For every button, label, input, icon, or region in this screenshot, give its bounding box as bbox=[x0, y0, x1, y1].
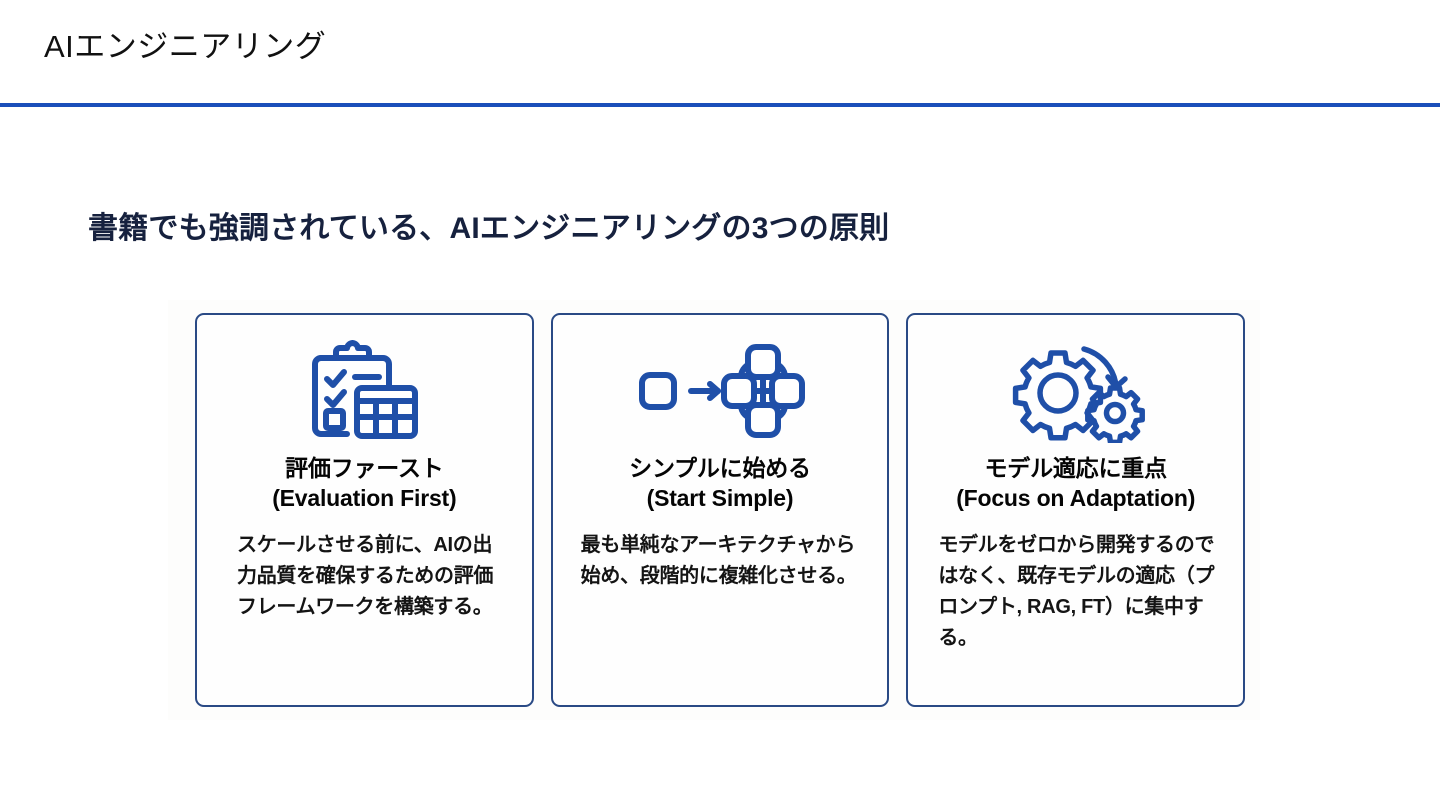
card-title-jp: シンプルに始める bbox=[629, 455, 811, 481]
card-title-jp: 評価ファースト bbox=[285, 455, 444, 481]
card-title-en: (Start Simple) bbox=[646, 485, 794, 512]
clipboard-checklist-table-icon bbox=[305, 335, 423, 447]
card-title-jp: モデル適応に重点 bbox=[984, 455, 1167, 481]
card-body-text: スケールさせる前に、AIの出力品質を確保するための評価フレームワークを構築する。 bbox=[237, 533, 494, 618]
slide-header: AIエンジニアリング bbox=[0, 0, 1440, 106]
square-to-network-icon bbox=[634, 335, 806, 447]
card-body-text: 最も単純なアーキテクチャから始め、段階的に複雑化させる。 bbox=[580, 533, 857, 587]
principle-card-start-simple[interactable]: シンプルに始める (Start Simple) 最も単純なアーキテクチャから始め… bbox=[550, 313, 890, 707]
card-title-en: (Evaluation First) bbox=[272, 485, 457, 512]
page-title: AIエンジニアリング bbox=[44, 29, 327, 64]
header-divider-rule bbox=[0, 103, 1440, 107]
principles-card-row: 評価ファースト (Evaluation First) スケールさせる前に、AIの… bbox=[195, 313, 1246, 707]
principle-card-evaluation-first[interactable]: 評価ファースト (Evaluation First) スケールさせる前に、AIの… bbox=[195, 313, 534, 707]
gears-adaptation-icon bbox=[1006, 335, 1146, 447]
card-title: モデル適応に重点 (Focus on Adaptation) bbox=[956, 453, 1195, 514]
principle-card-focus-on-adaptation[interactable]: モデル適応に重点 (Focus on Adaptation) モデルをゼロから開… bbox=[906, 313, 1246, 707]
card-title-en: (Focus on Adaptation) bbox=[956, 485, 1196, 512]
card-title: 評価ファースト (Evaluation First) bbox=[272, 453, 456, 514]
card-body-text: モデルをゼロから開発するのではなく、既存モデルの適応（プロンプト, RAG, F… bbox=[938, 533, 1215, 649]
card-title: シンプルに始める (Start Simple) bbox=[629, 453, 811, 514]
section-subtitle: 書籍でも強調されている、AIエンジニアリングの3つの原則 bbox=[88, 212, 890, 245]
